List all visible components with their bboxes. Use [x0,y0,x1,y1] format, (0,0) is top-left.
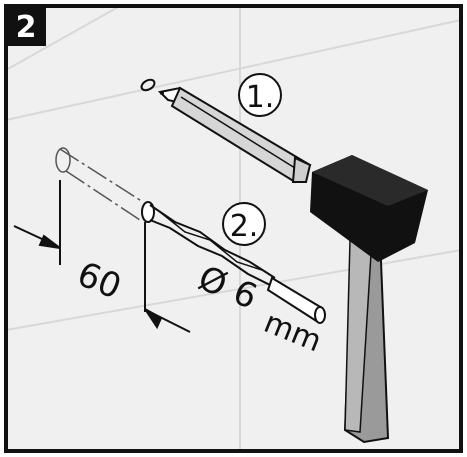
hammer [310,155,428,444]
step-1-callout: 1. [238,73,282,117]
step-number: 2 [16,10,37,45]
drill-bit [141,201,326,324]
step-2-label: 2. [230,209,259,244]
step-2-callout: 2. [222,202,266,246]
pencil [157,86,312,184]
step-1-label: 1. [246,80,275,115]
depth-dimension [13,180,191,333]
mark-point [140,78,156,92]
step-badge [6,6,46,46]
drill-hole-outline [55,147,144,221]
panel-frame [4,4,463,453]
